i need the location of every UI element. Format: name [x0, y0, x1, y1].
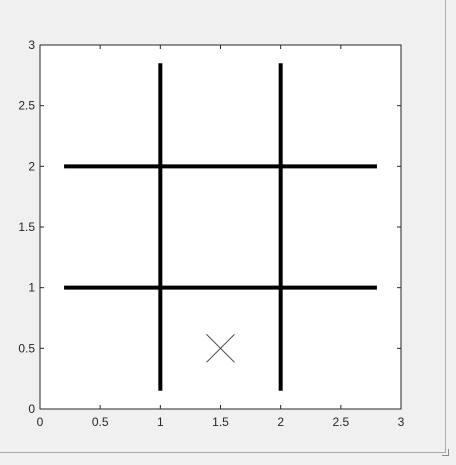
y-tick-label: 0.5: [18, 341, 35, 355]
y-tick-label: 0: [28, 402, 35, 416]
x-tick-label: 0.5: [92, 415, 109, 429]
y-tick-label: 2: [28, 159, 35, 173]
tic-tac-toe-board: [64, 63, 377, 391]
y-tick-label: 1: [28, 281, 35, 295]
x-tick-label: 0: [37, 415, 44, 429]
x-tick-label: 1.5: [212, 415, 229, 429]
axes-background[interactable]: [40, 45, 401, 409]
x-tick-label: 2: [277, 415, 284, 429]
y-tick-label: 2.5: [18, 99, 35, 113]
resize-grip-icon[interactable]: [442, 449, 449, 456]
panel-divider-vertical: [445, 0, 446, 452]
y-tick-label: 3: [28, 38, 35, 52]
x-tick-label: 2.5: [332, 415, 349, 429]
x-mark-stroke-b: [206, 333, 235, 363]
axis-ticks: 0 0.5 1 1.5 2 2.5 3 0 0.5 1 1.5 2 2.5 3: [18, 38, 404, 429]
x-mark-icon: [206, 333, 235, 363]
y-tick-label: 1.5: [18, 220, 35, 234]
x-tick-label: 3: [398, 415, 405, 429]
game-marks: [206, 333, 235, 363]
panel-divider-horizontal: [0, 452, 446, 453]
x-tick-label: 1: [157, 415, 164, 429]
